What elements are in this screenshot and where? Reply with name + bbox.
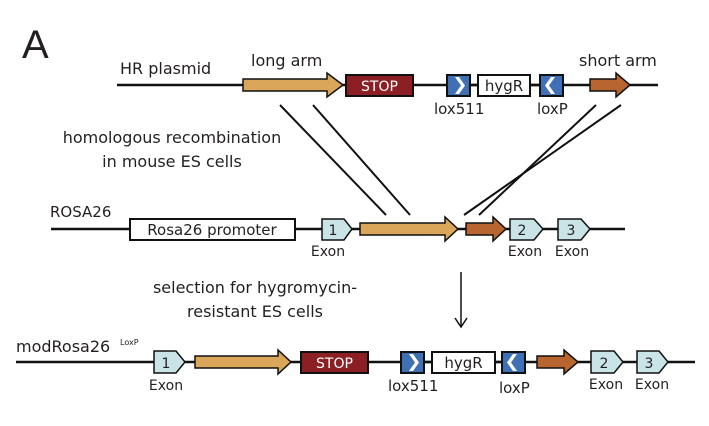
exon-2 — [509, 218, 544, 241]
exon-1-number: 1 — [329, 223, 338, 239]
exon-1 — [321, 218, 353, 241]
modrosa26-superscript: LoxP — [120, 338, 139, 347]
short-arm-arrow — [536, 348, 580, 376]
exon-3 — [636, 350, 669, 374]
short-arm-label: short arm — [579, 51, 657, 70]
lox511-site — [400, 351, 425, 374]
crossover-line — [312, 104, 411, 216]
hygr-label: hygR — [444, 354, 482, 372]
stop-cassette — [300, 351, 369, 374]
exon-3-number: 3 — [645, 356, 654, 372]
lox511-label: lox511 — [434, 100, 484, 118]
promoter-label: Rosa26 promoter — [147, 221, 277, 239]
hygr-label: hygR — [485, 77, 523, 95]
crossover-line — [463, 104, 622, 216]
exon-2-label: Exon — [589, 377, 623, 393]
hr-plasmid-construct: HR plasmid long arm STOP lox511 hygR lox… — [117, 51, 658, 118]
rosa26-promoter-box — [129, 218, 296, 241]
selection-step-line-2: resistant ES cells — [187, 302, 323, 321]
short-arm-arrow — [589, 71, 632, 99]
long-arm-arrow — [194, 348, 293, 376]
plasmid-label: HR plasmid — [120, 59, 211, 78]
lox-chevron-left-icon — [507, 354, 517, 371]
exon-3 — [557, 218, 591, 241]
long-arm-arrow — [359, 215, 460, 243]
lox511-label: lox511 — [388, 377, 438, 395]
loxp-label: loxP — [537, 100, 568, 118]
loxp-site — [539, 74, 564, 97]
exon-2 — [590, 350, 624, 374]
exon-3-label: Exon — [635, 377, 669, 393]
exon-1-number: 1 — [162, 356, 171, 372]
short-arm-arrow — [465, 215, 508, 243]
recombination-crossover-lines — [279, 104, 622, 216]
down-arrow-icon — [454, 272, 468, 329]
crossover-line — [478, 104, 597, 216]
exon-1-label: Exon — [311, 244, 345, 260]
exon-1-label: Exon — [149, 378, 183, 394]
exon-1 — [153, 350, 186, 374]
long-arm-arrow — [242, 71, 345, 99]
lox-chevron-left-icon — [545, 77, 555, 94]
loxp-site — [501, 351, 526, 374]
lox-chevron-right-icon — [409, 354, 419, 371]
stop-label: STOP — [361, 79, 398, 95]
rosa26-locus: ROSA26 Rosa26 promoter 1 Exon 2 Exon 3 E… — [50, 203, 625, 260]
long-arm-label: long arm — [251, 51, 322, 70]
exon-3-number: 3 — [567, 223, 576, 239]
stop-cassette — [345, 74, 414, 97]
rosa26-label: ROSA26 — [50, 203, 111, 221]
recombination-step-line-2: in mouse ES cells — [102, 152, 242, 171]
crossover-line — [279, 104, 387, 216]
stop-label: STOP — [316, 356, 353, 372]
exon-3-label: Exon — [555, 244, 589, 260]
exon-2-number: 2 — [600, 356, 609, 372]
lox-chevron-right-icon — [455, 77, 465, 94]
exon-2-number: 2 — [518, 223, 527, 239]
lox511-site — [446, 74, 471, 97]
exon-2-label: Exon — [508, 244, 542, 260]
loxp-label: loxP — [499, 379, 530, 397]
panel-label: A — [22, 23, 49, 67]
recombination-step-line-1: homologous recombination — [63, 128, 281, 147]
modrosa26-loxp-allele: modRosa26 LoxP 1 Exon STOP lox511 hygR l… — [16, 337, 695, 397]
selection-step-line-1: selection for hygromycin- — [153, 278, 357, 297]
modrosa26-label: modRosa26 — [16, 337, 110, 356]
